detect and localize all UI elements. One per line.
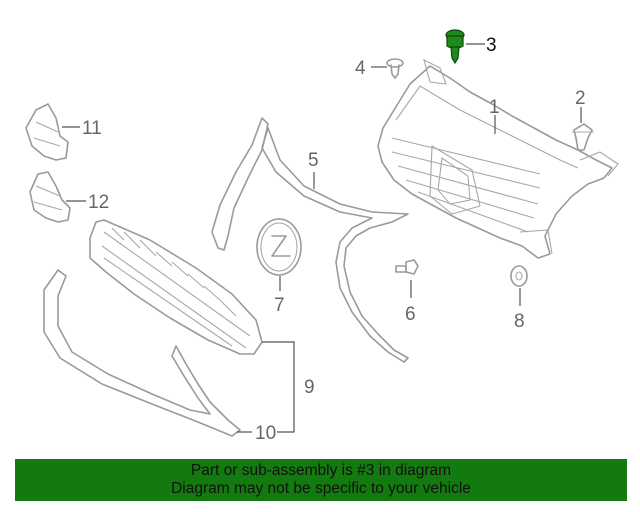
push-clip-part-3[interactable] (445, 29, 465, 65)
lower-molding-part-10[interactable] (43, 269, 241, 437)
callout-3: 3 (486, 35, 497, 56)
bracket-part-12[interactable] (29, 171, 71, 223)
washer-part-8[interactable] (510, 265, 528, 287)
callout-4: 4 (355, 58, 366, 79)
callout-2: 2 (575, 88, 586, 109)
grille-assembly-part-1[interactable] (377, 58, 619, 259)
callout-6: 6 (405, 304, 416, 325)
callout-10: 10 (255, 423, 276, 444)
part-info-banner: Part or sub-assembly is #3 in diagram Di… (15, 459, 627, 501)
bracket-part-11[interactable] (25, 103, 69, 161)
clip-part-2[interactable] (572, 123, 594, 151)
callout-8: 8 (514, 311, 525, 332)
callout-9: 9 (304, 377, 315, 398)
bolt-part-6[interactable] (395, 259, 419, 275)
trim-molding-part-5[interactable] (211, 117, 409, 363)
callout-11: 11 (82, 118, 102, 139)
clip-part-4[interactable] (386, 58, 404, 79)
banner-line-1: Part or sub-assembly is #3 in diagram (190, 462, 452, 479)
leader-lines (62, 43, 582, 433)
banner-line-2: Diagram may not be specific to your vehi… (171, 480, 471, 497)
lower-grille-part-9[interactable] (89, 219, 263, 355)
emblem-part-7[interactable] (256, 218, 302, 276)
callout-12: 12 (88, 192, 109, 213)
callout-1: 1 (489, 97, 500, 118)
callout-7: 7 (274, 295, 285, 316)
callout-5: 5 (308, 150, 319, 171)
